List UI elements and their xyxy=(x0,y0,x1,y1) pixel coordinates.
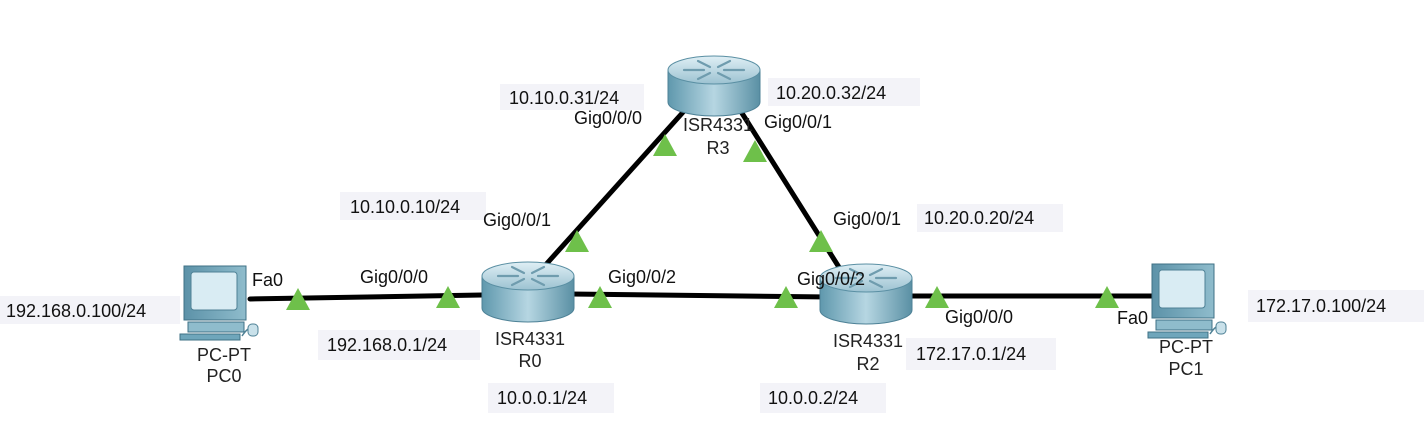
port-label-r2-right: Gig0/0/0 xyxy=(945,307,1013,327)
ip-r0-wan: 10.0.0.1/24 xyxy=(488,383,614,413)
pc-pc0[interactable]: PC-PT PC0 xyxy=(179,265,259,386)
device-name-label: R3 xyxy=(706,138,729,158)
device-name-label: R0 xyxy=(518,351,541,371)
port-label-pc0: Fa0 xyxy=(252,270,283,290)
device-name-label: R2 xyxy=(856,354,879,374)
svg-text:10.10.0.10/24: 10.10.0.10/24 xyxy=(350,197,460,217)
port-status-icons xyxy=(286,134,1119,310)
pc-pc1[interactable]: PC-PT PC1 xyxy=(1147,263,1227,379)
svg-text:10.0.0.1/24: 10.0.0.1/24 xyxy=(497,388,587,408)
device-name-label: PC0 xyxy=(206,366,241,386)
link-up-icon xyxy=(286,288,310,310)
device-model-label: ISR4331 xyxy=(833,331,903,351)
port-label-pc1: Fa0 xyxy=(1117,308,1148,328)
router-r0[interactable]: ISR4331 R0 xyxy=(480,260,576,371)
link-up-icon xyxy=(809,230,833,252)
svg-text:10.10.0.31/24: 10.10.0.31/24 xyxy=(509,88,619,108)
svg-text:10.20.0.32/24: 10.20.0.32/24 xyxy=(776,83,886,103)
link-up-icon xyxy=(774,286,798,308)
device-model-label: PC-PT xyxy=(197,345,251,365)
svg-text:10.0.0.2/24: 10.0.0.2/24 xyxy=(768,388,858,408)
link-up-icon xyxy=(565,230,589,252)
link-up-icon xyxy=(653,134,677,156)
ip-pc0: 192.168.0.100/24 xyxy=(0,296,180,324)
router-r2[interactable]: ISR4331 R2 xyxy=(818,262,914,374)
pc-icon xyxy=(179,265,259,341)
ip-r3-right: 10.20.0.32/24 xyxy=(768,78,920,106)
ip-r0-lan: 192.168.0.1/24 xyxy=(318,330,480,360)
svg-text:192.168.0.100/24: 192.168.0.100/24 xyxy=(6,301,146,321)
link-r0-r3[interactable] xyxy=(538,107,688,273)
ip-r3-left: 10.10.0.31/24 xyxy=(500,84,644,110)
ip-r2-lan: 172.17.0.1/24 xyxy=(906,338,1056,370)
port-label-r2-top: Gig0/0/1 xyxy=(833,209,901,229)
router-icon xyxy=(666,54,762,118)
port-label-r0-top: Gig0/0/1 xyxy=(483,210,551,230)
port-label-r0-right: Gig0/0/2 xyxy=(608,267,676,287)
ip-r2-top: 10.20.0.20/24 xyxy=(917,204,1063,232)
port-label-r0-left: Gig0/0/0 xyxy=(360,267,428,287)
link-up-icon xyxy=(925,286,949,308)
link-up-icon xyxy=(436,286,460,308)
ip-r0-top: 10.10.0.10/24 xyxy=(340,192,486,220)
device-name-label: PC1 xyxy=(1168,359,1203,379)
svg-text:10.20.0.20/24: 10.20.0.20/24 xyxy=(924,208,1034,228)
link-up-icon xyxy=(588,286,612,308)
device-model-label: ISR4331 xyxy=(495,329,565,349)
port-label-r3-left: Gig0/0/0 xyxy=(574,108,642,128)
device-model-label: PC-PT xyxy=(1159,337,1213,357)
ip-r2-wan: 10.0.0.2/24 xyxy=(760,383,886,413)
device-model-label: ISR4331 xyxy=(683,115,753,135)
link-up-icon xyxy=(743,140,767,162)
router-icon xyxy=(480,260,576,324)
svg-text:172.17.0.1/24: 172.17.0.1/24 xyxy=(916,344,1026,364)
router-r3[interactable]: ISR4331 R3 xyxy=(666,54,762,158)
port-label-r3-right: Gig0/0/1 xyxy=(764,112,832,132)
svg-text:192.168.0.1/24: 192.168.0.1/24 xyxy=(327,335,447,355)
pc-icon xyxy=(1147,263,1227,339)
link-up-icon xyxy=(1095,286,1119,308)
port-label-r2-left: Gig0/0/2 xyxy=(797,269,865,289)
ip-pc1: 172.17.0.100/24 xyxy=(1248,290,1424,322)
svg-text:172.17.0.100/24: 172.17.0.100/24 xyxy=(1256,296,1386,316)
